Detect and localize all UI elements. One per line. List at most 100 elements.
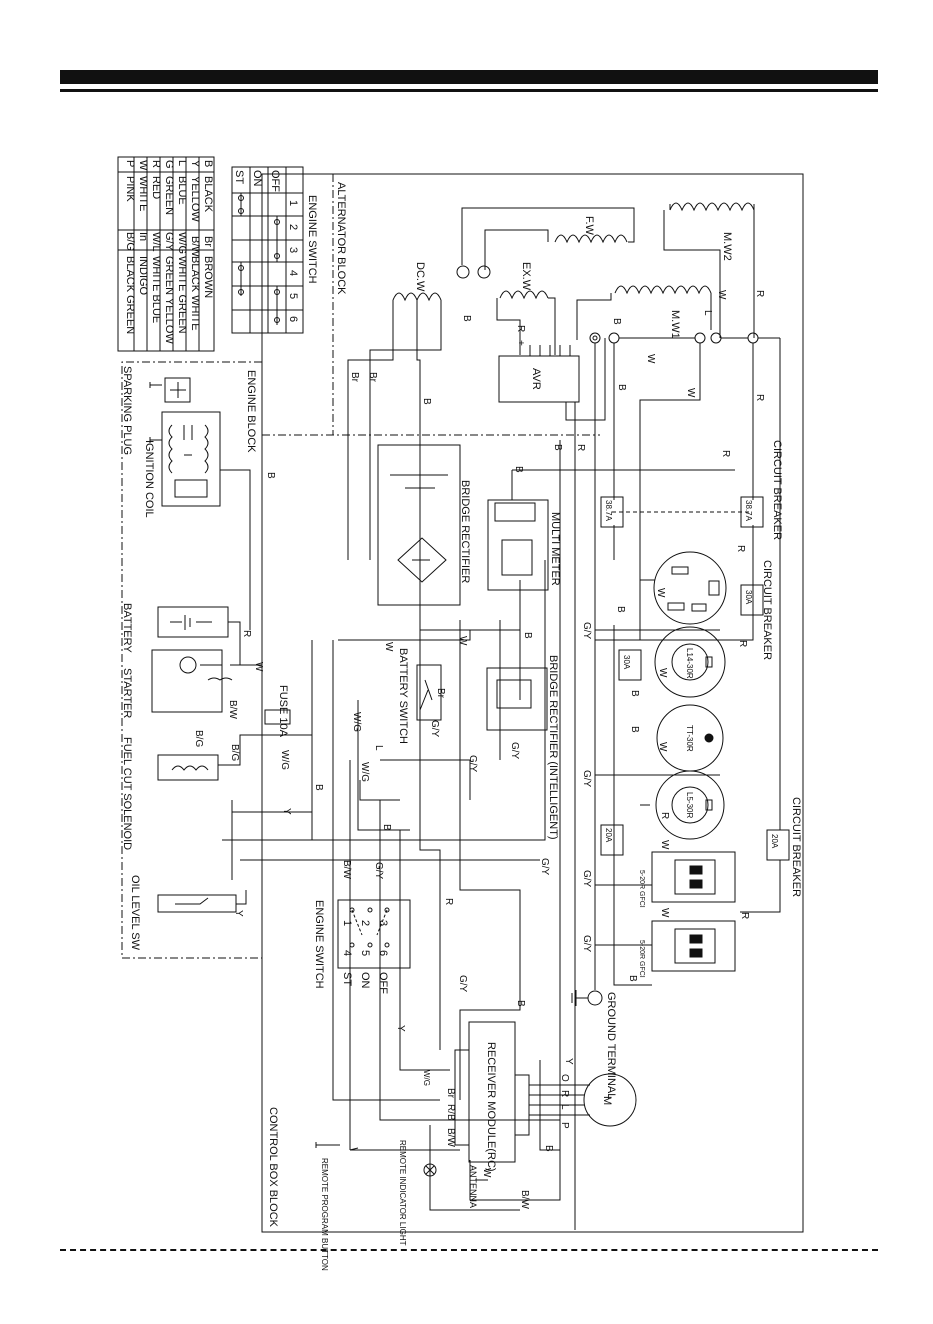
avr-label: AVR — [530, 368, 542, 390]
fuel-cut-solenoid-label: FUEL CUT SOLENOID — [121, 737, 133, 850]
wire-label-b-14: B — [515, 1000, 526, 1007]
legend-code-0: B — [202, 160, 214, 167]
wire-label-o: O — [559, 1074, 570, 1082]
remote-motor-label: M — [601, 1096, 613, 1105]
circuit-breaker-1-label: CIRCUIT BREAKER — [771, 440, 783, 540]
wire-label-l-1: L — [702, 310, 713, 316]
legend-name-4: RED — [150, 176, 162, 199]
control-box-boundary — [261, 173, 804, 1233]
wire-label-b-7: B — [615, 606, 626, 613]
wire-label-w-2: W — [685, 388, 696, 398]
starter-label: STARTER — [121, 668, 133, 718]
wire-label-br-2: Br — [367, 372, 378, 383]
ignition-coil-label: IGNITION COIL — [143, 440, 155, 518]
outlet-5-20r-gfci-1-label: 5-20R GFCI — [638, 870, 645, 908]
wire-label-r-3: R — [720, 450, 731, 457]
wire-label-gy-5: G/Y — [509, 742, 520, 760]
es-col-4: 4 — [287, 270, 299, 276]
outlet-5-20r-gfci-1 — [651, 851, 736, 903]
multi-meter-box — [487, 499, 549, 591]
wire-label-r-8: R — [659, 812, 670, 819]
wire-label-w-6: W — [657, 742, 668, 752]
winding-exw — [496, 290, 556, 355]
wire-label-b-11: B — [522, 632, 533, 639]
es-pos-2: 2 — [359, 920, 371, 926]
receiver-module-label: RECEIVER MODULE(RC) — [485, 1042, 497, 1172]
remote-indicator-light-icon — [423, 1163, 437, 1177]
oil-level-sw-label: OIL LEVEL SW — [129, 875, 141, 951]
wire-label-gw: W/G — [422, 1070, 431, 1086]
bridge-rectifier-label: BRIDGE RECTIFIER — [459, 480, 471, 583]
legend-code2-1: B/W — [189, 236, 201, 257]
outlet-l14-30r — [654, 626, 726, 698]
winding-fw — [456, 207, 635, 279]
circuit-breaker-3 — [740, 584, 764, 616]
legend-name-3: GREEN — [163, 176, 175, 215]
engine-switch-label: ENGINE SWITCH — [313, 900, 325, 989]
wire-label-gy-6: G/Y — [539, 858, 550, 876]
wire-label-rb: R/B — [445, 1104, 456, 1121]
multi-meter-label: MULTI METER — [549, 512, 561, 586]
wire-label-l-2: L — [373, 745, 384, 751]
engine-switch-box — [337, 899, 411, 969]
wire-label-gy-10: G/Y — [457, 975, 468, 993]
wire-label-r-9: R — [739, 912, 750, 919]
es-row-off: OFF — [269, 170, 281, 192]
engine-switch-table — [231, 166, 304, 334]
ground-terminal-icon — [587, 990, 603, 1006]
wire-label-r-5: R — [515, 325, 526, 332]
wire-label-y-2: Y — [395, 1025, 406, 1032]
wire-label-br-1: Br — [349, 372, 360, 383]
wire-label-b-3: B — [513, 466, 524, 473]
winding-fw-label: F.W — [583, 216, 595, 236]
ground-terminal-label: GROUND TERMINAL — [605, 992, 617, 1099]
legend-code-5: W — [137, 160, 149, 171]
circuit-breaker-6 — [600, 824, 624, 856]
wire-label-gy-4: G/Y — [581, 935, 592, 953]
sparking-plug-label: SPARKING PLUG — [121, 366, 133, 455]
cb4-rating: 30A — [622, 655, 631, 670]
color-legend-table — [117, 156, 215, 352]
wire-label-l-3: L — [559, 1104, 570, 1110]
es-pos-on: ON — [359, 972, 371, 989]
winding-mw1 — [576, 285, 712, 340]
outlet-l14-30r-label: L14-30R — [685, 648, 694, 679]
wire-label-b-10: B — [627, 975, 638, 982]
outlet-l14-30-large — [653, 551, 727, 625]
cb2-rating: 38.7A — [604, 500, 613, 522]
es-col-2: 2 — [287, 224, 299, 230]
legend-name-5: WHITE — [137, 176, 149, 211]
wire-label-bg-2: B/G — [229, 744, 240, 761]
wire-label-b-6: B — [611, 318, 622, 325]
legend-name-0: BLACK — [202, 176, 214, 213]
antenna-label: ANTENNA — [468, 1165, 478, 1208]
wire-label-bw-1: B/W — [341, 860, 352, 879]
wire-label-b-13: B — [381, 824, 392, 831]
legend-name2-3: GREEN YELLOW — [163, 256, 175, 344]
legend-code2-4: W/L — [150, 232, 162, 252]
wire-label-gy-2: G/Y — [581, 770, 592, 788]
legend-code2-3: G/Y — [163, 232, 175, 252]
battery-symbol — [157, 606, 229, 638]
wire-label-gy-3: G/Y — [581, 870, 592, 888]
cb3-rating: 30A — [744, 590, 753, 605]
outlet-l5-30r — [655, 770, 725, 840]
wire-label-wg-2: W/G — [359, 762, 370, 782]
winding-mw2 — [663, 202, 755, 338]
alternator-block-label: ALTERNATOR BLOCK — [335, 182, 347, 295]
circuit-breaker-5 — [766, 829, 790, 861]
wire-label-r-2: R — [754, 394, 765, 401]
wire-label-b-2: B — [552, 444, 563, 451]
engine-block-label: ENGINE BLOCK — [245, 370, 257, 453]
remote-program-button-label: REMOTE PROGRAM BUTTON — [320, 1158, 329, 1271]
legend-code-3: G — [163, 160, 175, 169]
wire-label-r-12: R — [241, 630, 252, 637]
wire-label-b-9: B — [629, 726, 640, 733]
wire-label-w-11: W — [481, 1168, 492, 1178]
cb6-rating: 20A — [604, 828, 613, 843]
wire-label-bg-1: B/G — [193, 730, 204, 747]
es-pos-1: 1 — [341, 920, 353, 926]
bridge-rectifier-box — [377, 444, 461, 606]
fuse — [264, 709, 291, 725]
legend-code2-6: B/G — [124, 232, 136, 251]
